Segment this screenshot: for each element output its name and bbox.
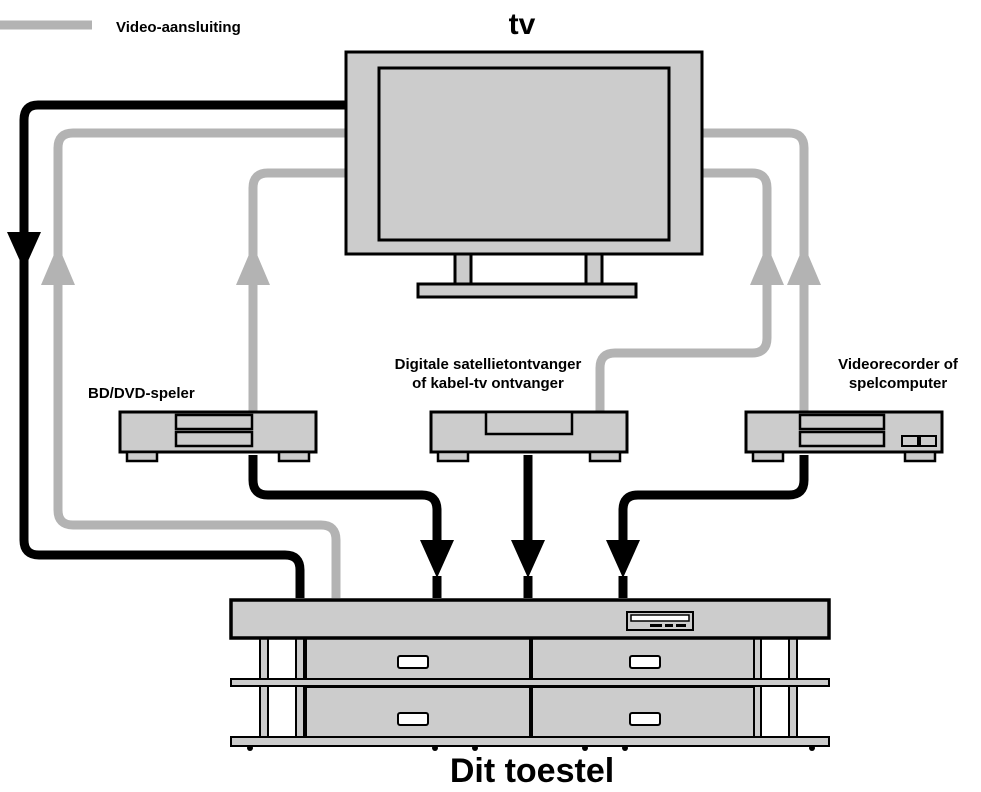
- sat-label-1: Digitale satellietontvanger: [395, 356, 582, 373]
- tv-stand-left: [453, 252, 473, 286]
- tv-base: [416, 282, 638, 299]
- vcr-label-1: Videorecorder of: [838, 356, 959, 373]
- sat-receiver: [429, 410, 629, 463]
- cable-tv-to-receiver: [19, 100, 346, 598]
- vcr-console: [744, 410, 944, 463]
- bd-dvd-player: [118, 410, 318, 463]
- bd-dvd-label: BD/DVD-speler: [88, 385, 195, 402]
- cable-arrows: [7, 232, 640, 578]
- cables: [19, 100, 809, 598]
- cable-arrow-vcr: [606, 540, 640, 578]
- cable-arrow-left: [7, 232, 41, 270]
- tv-stand-right: [584, 252, 604, 286]
- video-line-vcr-to-tv: [702, 128, 809, 412]
- tv-set: [344, 50, 704, 299]
- tv-label: tv: [509, 8, 536, 41]
- video-line-receiver-to-tv: [53, 128, 346, 598]
- cable-arrow-bd: [420, 540, 454, 578]
- tv-screen: [377, 66, 671, 242]
- vcr-label-2: spelcomputer: [849, 375, 948, 392]
- legend-video-label: Video-aansluiting: [116, 19, 241, 36]
- video-line-sat-to-tv: [595, 168, 772, 412]
- video-arrows: [41, 245, 821, 285]
- this-unit: [229, 598, 831, 640]
- video-arrow-bd: [236, 245, 270, 285]
- video-arrow-sat: [750, 245, 784, 285]
- av-receiver-cabinet: [229, 598, 831, 751]
- cable-arrow-sat: [511, 540, 545, 578]
- video-arrow-left: [41, 245, 75, 285]
- cable-vcr-to-receiver: [618, 455, 809, 548]
- cable-bd-to-receiver: [248, 455, 442, 548]
- sat-label-2: of kabel-tv ontvanger: [412, 375, 564, 392]
- video-lines: [53, 128, 809, 598]
- receiver-label: Dit toestel: [450, 752, 614, 790]
- video-line-bd-to-tv: [248, 168, 346, 412]
- video-arrow-vcr: [787, 245, 821, 285]
